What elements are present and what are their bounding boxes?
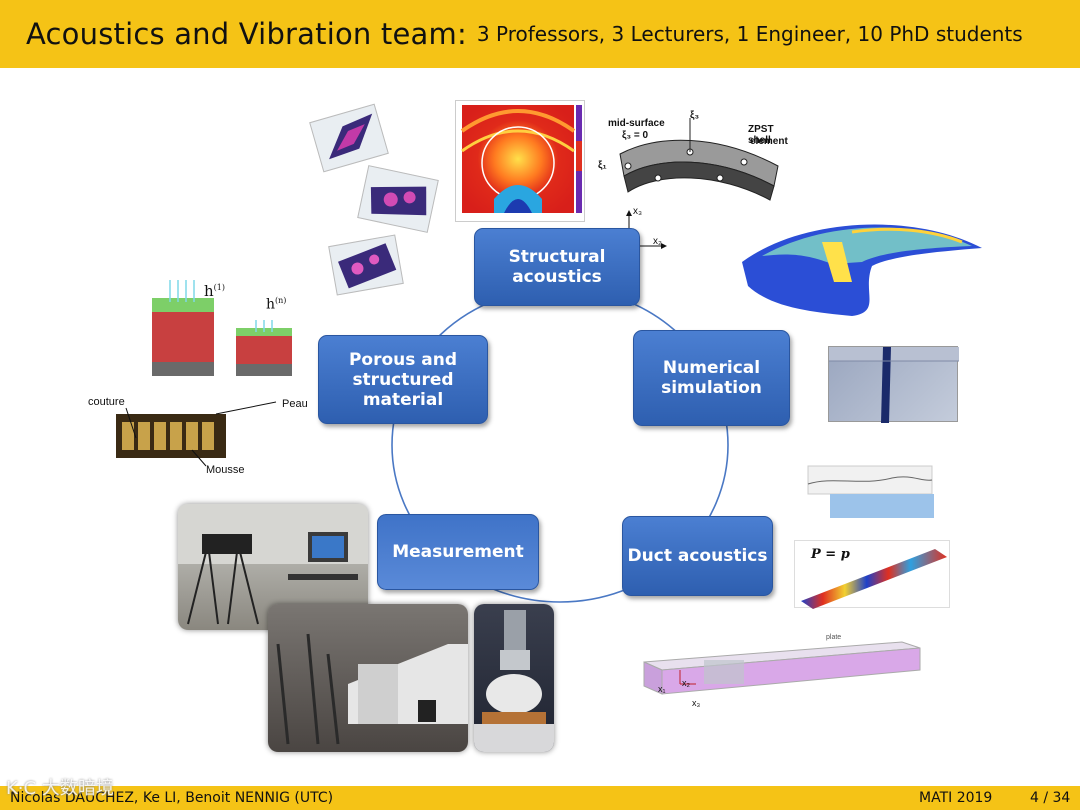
watermark-logo: K·C 大数暗境	[6, 774, 114, 800]
peau-label: Peau	[282, 398, 308, 410]
porous-layer-cube-2	[236, 320, 292, 376]
h1-superscript: (1)	[214, 283, 225, 292]
node-duct-acoustics: Duct acoustics	[622, 516, 773, 596]
plate-mode-image-3	[328, 234, 404, 295]
duct-mode-plot: P = p	[794, 540, 950, 608]
node-numerical-simulation: Numerical simulation	[633, 330, 790, 426]
node-porous-material: Porous and structured material	[318, 335, 488, 424]
h1-letter: h	[204, 282, 214, 300]
node-structural-acoustics: Structural acoustics	[474, 228, 640, 306]
hn-letter: h	[266, 297, 275, 313]
vibrating-shell-surface	[732, 212, 984, 318]
duct-x1-label: x₁	[658, 684, 666, 694]
duct-flow-profile	[802, 460, 934, 520]
mid-surface-label: mid-surface	[608, 118, 665, 129]
xi3-zero-label: ξ₃ = 0	[622, 130, 648, 141]
test-rig-photo	[474, 604, 554, 752]
acoustic-field-heatmap	[455, 100, 585, 222]
axis-x2-label: x₂	[653, 236, 662, 247]
footer-bar: Nicolas DAUCHEZ, Ke LI, Benoit NENNIG (U…	[0, 786, 1080, 810]
duct-plate-model: plate x₁ x₂ x₃	[640, 632, 924, 710]
footer-page-number: 4 / 34	[1030, 790, 1070, 806]
zpst-shell-diagram: mid-surface ξ₃ = 0 ξ₃ ξ₁ ZPST shell elem…	[598, 104, 794, 216]
h1-label: h(1)	[204, 282, 225, 300]
axis-x3-label: x₃	[633, 206, 642, 217]
duct-x2-label: x₂	[682, 678, 690, 688]
numerical-mesh-image	[828, 346, 958, 422]
element-label: element	[750, 136, 788, 147]
xi1-label: ξ₁	[598, 160, 607, 171]
duct-x3-label: x₃	[692, 698, 700, 708]
plate-text: plate	[826, 634, 841, 641]
hn-superscript: (n)	[275, 296, 286, 305]
mousse-label: Mousse	[206, 464, 245, 476]
xi3-label: ξ₃	[690, 110, 699, 121]
hn-label: h(n)	[266, 296, 286, 313]
footer-conference: MATI 2019	[919, 790, 992, 806]
wind-tunnel-photo	[268, 604, 468, 752]
p-equals-label: P = p	[811, 547, 850, 562]
couture-label: couture	[88, 396, 125, 408]
node-measurement: Measurement	[377, 514, 539, 590]
